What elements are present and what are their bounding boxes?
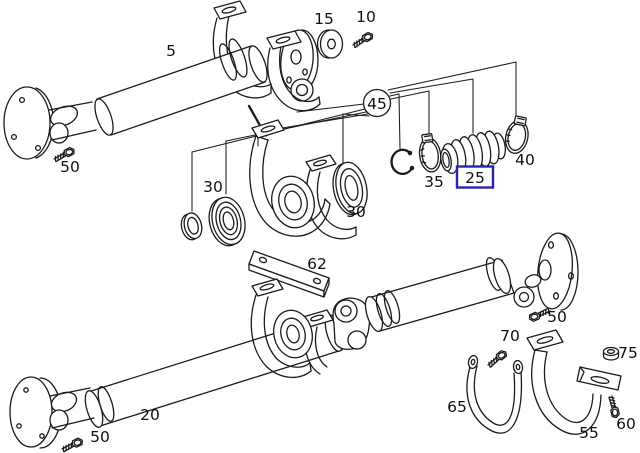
- snap-ring: [390, 148, 415, 175]
- part-label-65[interactable]: 65: [447, 398, 467, 416]
- part-label-50-rear[interactable]: 50: [90, 428, 110, 446]
- highlight-box-25[interactable]: 25: [455, 165, 495, 189]
- washer-15: [316, 29, 344, 59]
- part-label-20[interactable]: 20: [140, 406, 160, 424]
- grooved-ring-30-front: [208, 196, 246, 247]
- grooved-ring-30-rear: [332, 161, 368, 216]
- center-bearing-bracket: [249, 119, 357, 240]
- part-label-62[interactable]: 62: [307, 255, 327, 273]
- strap-65: [466, 354, 524, 434]
- rear-driveshaft: [9, 232, 579, 449]
- part-label-30-front[interactable]: 30: [203, 178, 223, 196]
- clamp-40: [504, 115, 529, 154]
- dust-cap-ring: [180, 212, 203, 241]
- bracket-55: [526, 329, 622, 435]
- part-label-50-front[interactable]: 50: [60, 158, 80, 176]
- bolt-10: [350, 30, 376, 49]
- nut-75: [602, 346, 620, 361]
- part-label-25[interactable]: 25: [465, 169, 485, 187]
- front-driveshaft: [3, 0, 321, 160]
- highlight-rect[interactable]: [455, 165, 495, 189]
- part-labels: 5 50 15 10 45 30 30 35 25 40 62 20 50 50…: [60, 8, 638, 446]
- flange-bolt-50-rear: [59, 436, 85, 453]
- boot-25: [440, 130, 506, 174]
- part-label-60[interactable]: 60: [616, 415, 636, 433]
- part-label-40[interactable]: 40: [515, 151, 535, 169]
- part-label-50-mid[interactable]: 50: [547, 308, 567, 326]
- part-label-15[interactable]: 15: [314, 10, 334, 28]
- part-label-35[interactable]: 35: [424, 173, 444, 191]
- bolt-70: [484, 348, 510, 369]
- part-label-70[interactable]: 70: [500, 327, 520, 345]
- part-label-45[interactable]: 45: [367, 95, 387, 113]
- part-label-75[interactable]: 75: [618, 344, 638, 362]
- part-label-30-rear[interactable]: 30: [346, 203, 366, 221]
- part-label-55[interactable]: 55: [579, 424, 599, 442]
- kit-callout-45[interactable]: 45: [362, 88, 392, 118]
- clamp-35: [418, 133, 442, 173]
- connecting-plate-62: [248, 250, 330, 298]
- part-label-10[interactable]: 10: [356, 8, 376, 26]
- part-label-5[interactable]: 5: [166, 42, 176, 60]
